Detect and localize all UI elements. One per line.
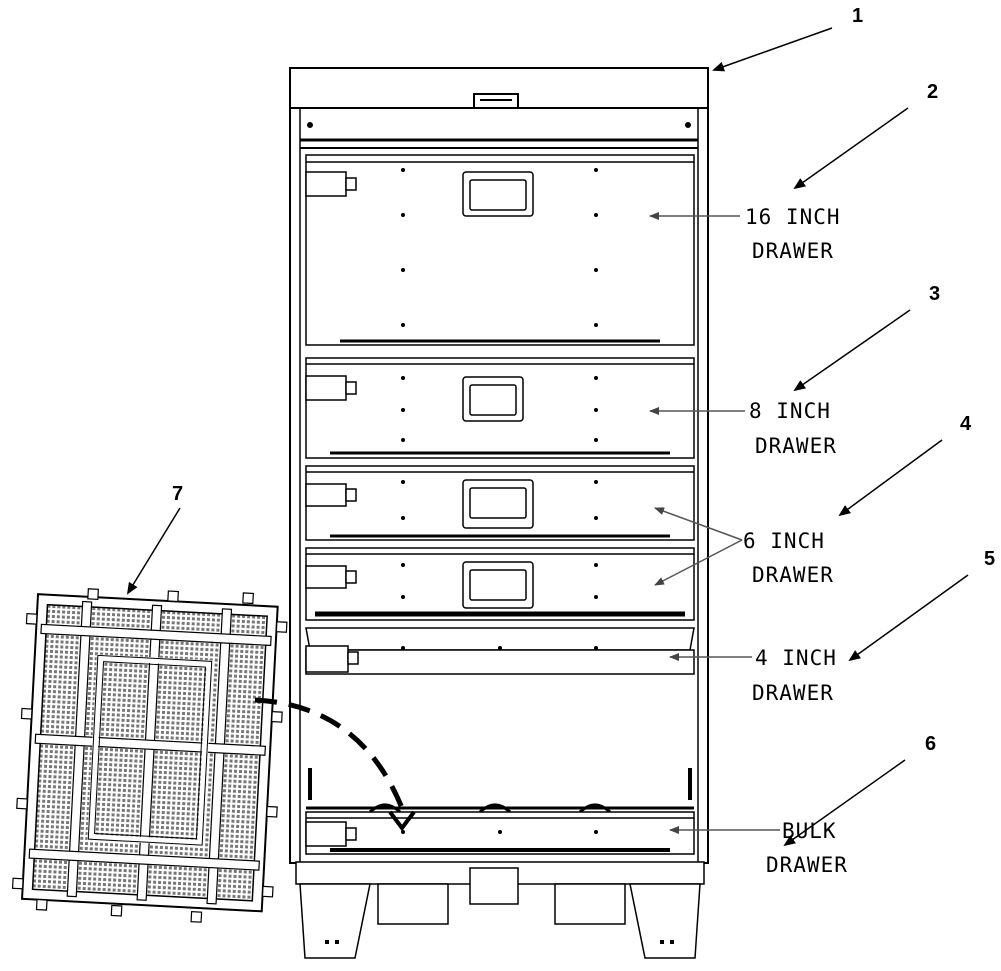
cabinet-base xyxy=(295,861,705,959)
callout-arrow-4 xyxy=(838,439,943,517)
label-4-inch-line2: DRAWER xyxy=(752,681,834,705)
callout-number-3: 3 xyxy=(929,283,940,305)
label-4-inch-line1: 4 INCH xyxy=(755,646,837,670)
callout-number-5: 5 xyxy=(984,548,995,570)
label-bulk-line2: DRAWER xyxy=(766,853,848,877)
drawer-divider-grate xyxy=(11,588,288,923)
label-16-inch-line1: 16 INCH xyxy=(745,205,841,229)
label-16-inch-line2: DRAWER xyxy=(752,239,834,263)
callout-arrow-5 xyxy=(848,574,969,662)
callout-arrow-2 xyxy=(793,107,909,190)
label-6-inch-line1: 6 INCH xyxy=(743,529,825,553)
label-6-inch-line2: DRAWER xyxy=(752,563,834,587)
label-bulk-line1: BULK xyxy=(782,819,837,843)
callout-arrow-3 xyxy=(793,309,911,392)
drawer-8-inch xyxy=(305,357,695,459)
callout-number-4: 4 xyxy=(960,413,972,435)
bulk-drawer xyxy=(305,768,695,855)
drawer-16-inch xyxy=(305,154,695,346)
callout-arrow-7 xyxy=(126,507,181,595)
install-arrow-head xyxy=(388,810,416,832)
drawer-6-inch-lower xyxy=(305,547,695,621)
callout-number-7: 7 xyxy=(172,483,183,505)
callout-number-1: 1 xyxy=(852,5,863,27)
drawer-6-inch-upper xyxy=(305,465,695,541)
callout-arrow-6 xyxy=(783,759,906,847)
callout-number-6: 6 xyxy=(925,733,936,755)
callout-number-2: 2 xyxy=(927,81,938,103)
callout-arrow-1 xyxy=(712,27,833,72)
label-8-inch-line1: 8 INCH xyxy=(749,399,831,423)
drawer-4-inch xyxy=(305,627,695,675)
leader-6-inch-lower xyxy=(654,539,743,586)
label-8-inch-line2: DRAWER xyxy=(755,434,837,458)
base-handle xyxy=(469,867,519,905)
leader-6-inch-upper xyxy=(654,507,743,541)
